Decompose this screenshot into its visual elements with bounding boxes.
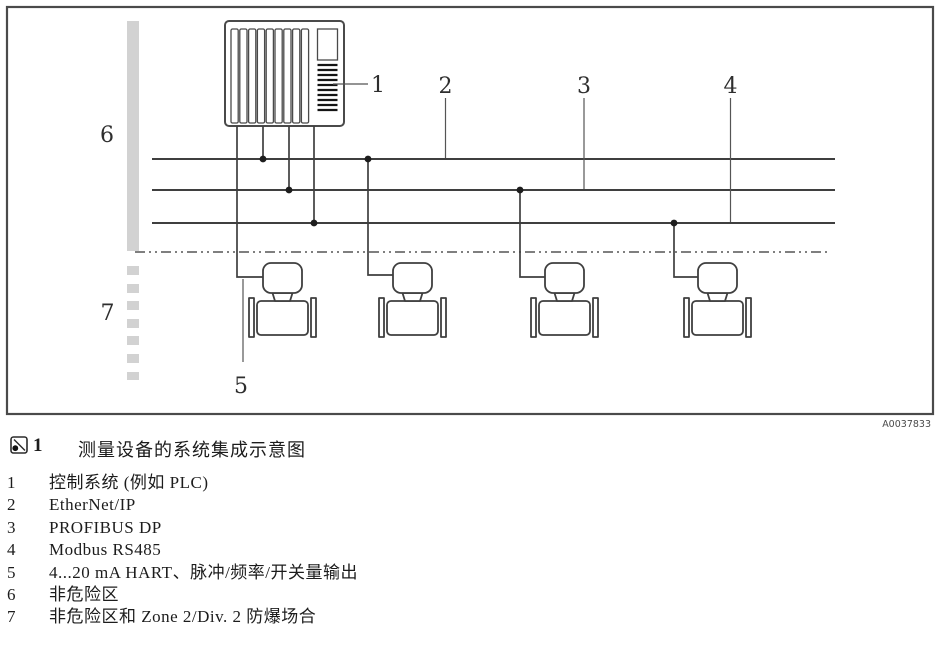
legend-item-number: 2 xyxy=(7,495,16,515)
diagram-label-3: 3 xyxy=(577,74,591,99)
plc-display-window xyxy=(316,28,339,61)
device-drop-lines xyxy=(367,159,698,278)
drop-hart-output xyxy=(236,126,263,278)
legend-item-7: 7 非危险区和 Zone 2/Div. 2 防爆场合 xyxy=(0,606,930,628)
legend-item-text: 4...20 mA HART、脉冲/频率/开关量输出 xyxy=(49,562,359,582)
plc-drop-lines xyxy=(236,126,315,278)
diagram-label-7: 7 xyxy=(101,301,115,326)
plc-box xyxy=(224,20,345,127)
legend-item-number: 4 xyxy=(7,540,16,560)
diagram-label-4: 4 xyxy=(724,74,738,99)
diagram-label-2: 2 xyxy=(439,74,453,99)
drop-device3 xyxy=(519,190,545,278)
bus-lines xyxy=(152,158,835,224)
diagram-label-1: 1 xyxy=(371,73,385,98)
diagram-label-5: 5 xyxy=(234,374,248,399)
legend-item-6: 6 非危险区 xyxy=(0,584,930,606)
legend-item-text: 非危险区 xyxy=(49,585,119,605)
legend-item-text: PROFIBUS DP xyxy=(49,517,162,537)
flow-meter-3 xyxy=(530,262,599,338)
diagram-frame xyxy=(5,5,935,416)
leader-lines xyxy=(242,83,732,362)
flow-meter-1 xyxy=(248,262,317,338)
figure-icon xyxy=(10,436,28,454)
legend-item-number: 6 xyxy=(7,585,16,605)
legend-item-text: Modbus RS485 xyxy=(49,540,162,560)
legend-item-number: 7 xyxy=(7,607,16,627)
legend-item-number: 3 xyxy=(7,517,16,537)
diagram-label-6: 6 xyxy=(100,123,114,148)
legend-item-4: 4 Modbus RS485 xyxy=(0,539,930,561)
legend-item-1: 1 控制系统 (例如 PLC) xyxy=(0,472,930,494)
flow-meter-4 xyxy=(683,262,752,338)
junction-dots xyxy=(259,155,678,227)
system-integration-diagram: 1 2 3 4 5 6 7 A0037833 xyxy=(5,5,935,430)
legend-item-2: 2 EtherNet/IP xyxy=(0,494,930,516)
legend-item-text: EtherNet/IP xyxy=(49,495,136,515)
flow-meter-2 xyxy=(378,262,447,338)
figure-title: 测量设备的系统集成示意图 xyxy=(78,440,306,460)
zone-bar xyxy=(127,21,139,380)
drop-device2 xyxy=(367,159,393,276)
legend-item-text: 非危险区和 Zone 2/Div. 2 防爆场合 xyxy=(49,607,317,627)
legend-item-3: 3 PROFIBUS DP xyxy=(0,517,930,539)
drop-device4 xyxy=(673,223,698,278)
flow-meters xyxy=(248,262,752,338)
legend-item-number: 1 xyxy=(7,473,16,492)
figure-legend: 1 控制系统 (例如 PLC) 2 EtherNet/IP 3 PROFIBUS… xyxy=(0,472,930,629)
artifact-code: A0037833 xyxy=(882,419,931,430)
plc-vent-stripes xyxy=(317,63,338,112)
legend-item-text: 控制系统 (例如 PLC) xyxy=(49,473,209,492)
legend-item-number: 5 xyxy=(7,562,16,582)
figure-caption: 1 测量设备的系统集成示意图 xyxy=(10,435,610,460)
plc-card-slots xyxy=(230,28,310,124)
figure-number: 1 xyxy=(33,435,43,456)
legend-item-5: 5 4...20 mA HART、脉冲/频率/开关量输出 xyxy=(0,562,930,584)
